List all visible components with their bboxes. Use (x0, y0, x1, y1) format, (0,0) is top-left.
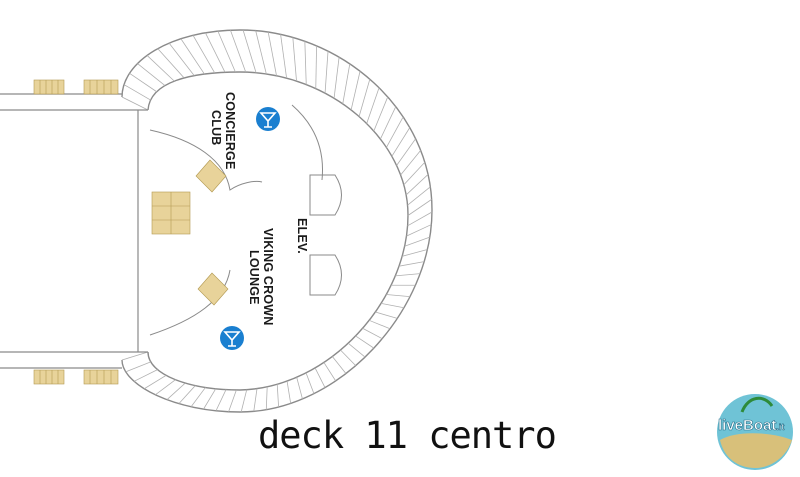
hull-rib (400, 150, 421, 176)
stairs-treads (39, 80, 190, 384)
logo-text-suffix: .it (776, 422, 784, 432)
liveboat-logo: liveBoat.it (717, 394, 793, 470)
hull-rib (366, 87, 380, 124)
hull-rib (253, 388, 258, 412)
hull-rib (386, 294, 411, 298)
hull-rib (168, 42, 195, 76)
hull-railing-ribs (121, 29, 433, 413)
hull-rib (350, 71, 361, 111)
hull-rib (190, 387, 206, 407)
hull-rib (305, 372, 315, 394)
hull-rib (407, 199, 432, 216)
hull-rib (401, 249, 428, 257)
hull-rib (332, 356, 347, 374)
hull-rib (292, 37, 297, 82)
hull-rib (146, 55, 175, 82)
hull-rib (255, 30, 267, 75)
hull-rib (342, 63, 351, 104)
hull-rib (403, 161, 426, 186)
hull-rib (347, 342, 366, 358)
hull-rib (304, 41, 307, 85)
hull-rib (215, 389, 227, 411)
hull-rib (125, 361, 151, 373)
hull-rib (276, 384, 279, 408)
hull-rib (123, 84, 151, 101)
hull-rib (228, 389, 237, 412)
hull-rib (205, 32, 226, 73)
hull-rib (296, 377, 303, 400)
hull-rib (340, 349, 356, 366)
hull-rib (380, 106, 397, 140)
viking-crown-lounge-label-line1: VIKING CROWN (261, 228, 275, 326)
elevator-label: ELEV. (295, 218, 309, 254)
elevator-bay-bottom (309, 254, 342, 296)
hull-rib (323, 362, 336, 382)
hull-rib (386, 116, 404, 148)
lounge-curve (291, 104, 324, 181)
hull-rib (324, 51, 329, 94)
hull-rib (404, 236, 430, 247)
hull-rib (121, 351, 149, 361)
hull-rib (375, 311, 398, 319)
hull-rib (180, 38, 205, 75)
hull-rib (121, 96, 149, 111)
hull-rib (133, 369, 158, 382)
hull-rib (396, 138, 416, 166)
concierge-club-label-line2: CLUB (209, 110, 223, 146)
hull-rib (178, 385, 196, 404)
hull-rib (157, 48, 185, 79)
hull-rib (355, 335, 375, 349)
hull-rib (280, 34, 287, 79)
stairs-icon (33, 79, 229, 385)
hull-rib (286, 381, 292, 404)
hull-rib (217, 30, 236, 73)
hull-rib (406, 224, 432, 237)
hull-rib (240, 389, 248, 413)
concierge-club-label-line1: CONCIERGE (223, 92, 237, 170)
svg-text:liveBoat.it: liveBoat.it (718, 417, 784, 434)
hull-rib (265, 386, 268, 410)
hull-rib (362, 327, 383, 339)
lounge-partition (149, 269, 231, 336)
hull-rib (395, 273, 421, 277)
hull-rib (267, 32, 277, 76)
hull-rib (368, 319, 391, 330)
hull-rib (380, 302, 404, 309)
hull-rib (144, 375, 167, 390)
hull-rib (166, 382, 186, 400)
hull-rib (192, 35, 216, 74)
hull-rib (398, 261, 425, 267)
hull-rib (230, 30, 247, 73)
hull-rib (358, 79, 371, 117)
viking-crown-lounge-label-line2: LOUNGE (247, 250, 261, 305)
concierge-partition (149, 129, 263, 191)
hull-rib (407, 186, 431, 206)
hull-rib (373, 96, 389, 132)
hull-rib (242, 29, 257, 73)
elevator-bay-top (309, 174, 342, 216)
hull-rib (407, 211, 433, 227)
logo-text-live: live (718, 417, 743, 434)
deck-outer-hull (121, 29, 433, 413)
cocktail-glass-icon (220, 326, 244, 350)
hull-rib (137, 63, 166, 86)
hull-rib (405, 174, 429, 196)
logo-text-boat: Boat (743, 417, 776, 434)
hull-rib (203, 388, 217, 410)
hull-rib (391, 127, 411, 157)
hull-rib (315, 45, 317, 89)
hull-rib (129, 72, 157, 93)
hull-rib (333, 57, 340, 99)
deck-caption: deck 11 centro (258, 414, 557, 457)
cocktail-glass-icon (256, 107, 280, 131)
hull-rib (314, 367, 326, 388)
hull-rib (155, 379, 176, 396)
